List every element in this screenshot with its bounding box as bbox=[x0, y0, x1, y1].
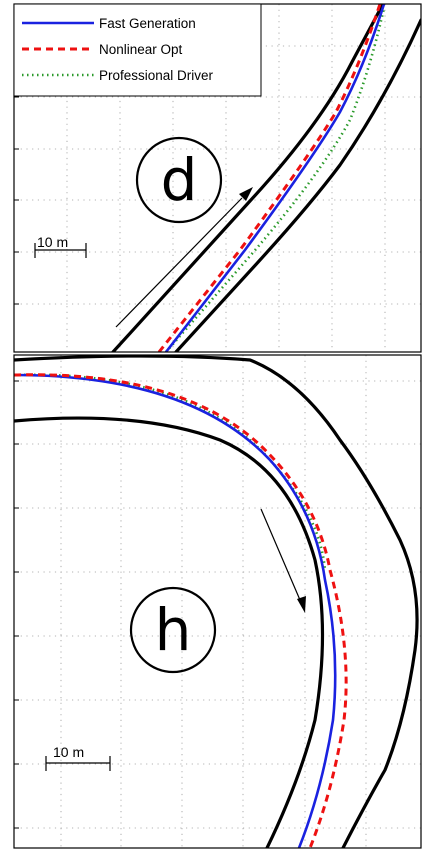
legend-item-professional-driver: Professional Driver bbox=[22, 68, 214, 83]
road-boundary-outer bbox=[14, 355, 419, 848]
legend-item-fast-generation: Fast Generation bbox=[22, 16, 196, 31]
panel-marker-h: h bbox=[129, 586, 217, 674]
panel-h-grid bbox=[15, 355, 421, 848]
panel-marker-d: d bbox=[135, 136, 223, 224]
direction-arrowhead-h bbox=[297, 596, 306, 613]
direction-arrow-h bbox=[260, 508, 301, 601]
scale-bar-label-d: 10 m bbox=[37, 234, 68, 250]
panel-d-plot bbox=[111, 4, 421, 352]
trajectory-nonlinear-opt bbox=[157, 4, 382, 352]
panel-h-frame bbox=[13, 354, 422, 849]
legend-label-fast-generation: Fast Generation bbox=[99, 16, 196, 31]
trajectory-fast-generation bbox=[164, 4, 386, 352]
panel-h-plot bbox=[14, 355, 419, 848]
legend: Fast Generation Nonlinear Opt Profession… bbox=[13, 3, 262, 97]
scale-bar-d: 10 m bbox=[34, 234, 87, 258]
scale-bar-h: 10 m bbox=[45, 744, 111, 771]
trajectory-professional-driver bbox=[165, 7, 386, 352]
panel-marker-label-h: h bbox=[155, 596, 192, 664]
road-boundary-inner bbox=[14, 416, 325, 848]
trajectory-fast-generation-h bbox=[14, 373, 337, 848]
trajectory-professional-driver-h bbox=[14, 373, 327, 571]
direction-arrow-d bbox=[115, 197, 243, 328]
legend-label-nonlinear-opt: Nonlinear Opt bbox=[99, 42, 183, 57]
panel-h: 10 m h bbox=[13, 354, 422, 849]
road-boundary-left bbox=[111, 4, 385, 352]
scale-bar-label-h: 10 m bbox=[53, 744, 84, 760]
trajectory-nonlinear-opt-h bbox=[14, 373, 348, 848]
legend-label-professional-driver: Professional Driver bbox=[99, 68, 214, 83]
panel-d: 10 m d bbox=[13, 3, 422, 353]
panel-marker-label-d: d bbox=[161, 146, 198, 214]
legend-box bbox=[13, 3, 262, 97]
panel-h-ticks bbox=[14, 380, 19, 829]
legend-item-nonlinear-opt: Nonlinear Opt bbox=[22, 42, 183, 57]
road-boundary-right bbox=[174, 18, 421, 352]
direction-arrowhead-d bbox=[239, 187, 253, 201]
